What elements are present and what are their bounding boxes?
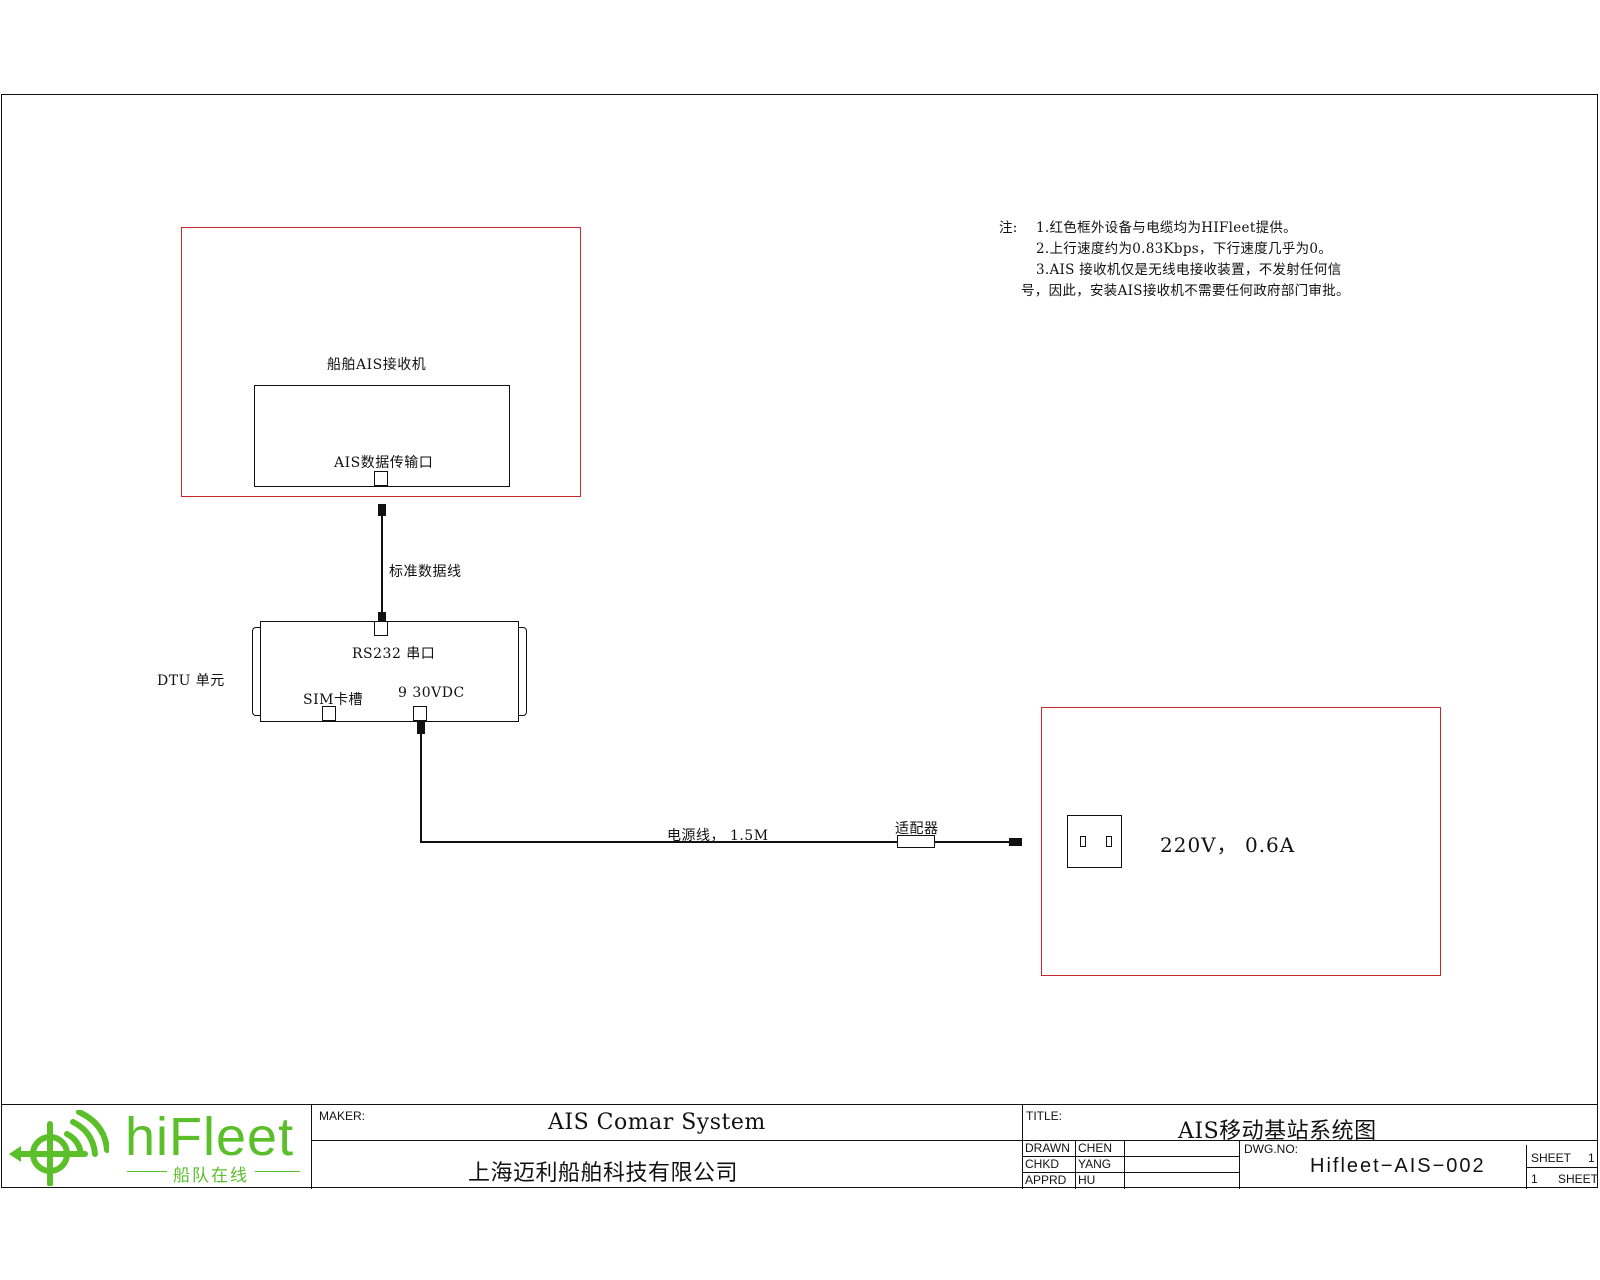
logo-cell: hiFleet 船队在线: [1, 1105, 312, 1189]
apprd-value: HU: [1078, 1173, 1096, 1187]
sheet-of-number: 1: [1531, 1172, 1538, 1186]
title-value: AIS移动基站系统图: [1178, 1119, 1377, 1144]
data-cable-plug-top: [378, 504, 386, 516]
dtu-unit: [260, 621, 519, 722]
socket-pin-left: [1080, 836, 1086, 847]
signature-grid: DRAWN CHEN CHKD YANG APPRD HU: [1023, 1140, 1240, 1189]
data-cable-line: [381, 515, 383, 612]
title-divider: [1023, 1140, 1598, 1141]
maker-value: AIS Comar System: [548, 1110, 766, 1135]
power-spec-label: 220V， 0.6A: [1160, 833, 1296, 857]
maker-divider: [312, 1140, 1022, 1141]
dwg-label: DWG.NO:: [1244, 1142, 1298, 1156]
power-cable-plug-dtu: [417, 722, 425, 734]
power-input-port: [413, 706, 427, 721]
note-line-4: 号，因此，安装AIS接收机不需要任何政府部门审批。: [1021, 283, 1350, 299]
power-cable-horizontal: [420, 841, 1010, 843]
power-cable-vertical: [420, 734, 422, 842]
note-line-1: 1.红色框外设备与电缆均为HIFleet提供。: [1036, 220, 1297, 236]
note-line-3: 3.AIS 接收机仅是无线电接收装置，不发射任何信: [1036, 262, 1342, 278]
logo-tagline: 船队在线: [167, 1161, 255, 1186]
apprd-label: APPRD: [1025, 1173, 1067, 1187]
sheet-label: SHEET: [1531, 1151, 1572, 1165]
power-cable-label: 电源线， 1.5M: [667, 828, 769, 844]
dtu-left-flange: [252, 627, 260, 716]
power-cable-plug-mains: [1009, 838, 1022, 846]
company-name: 上海迈利船舶科技有限公司: [468, 1161, 739, 1186]
chkd-value: YANG: [1078, 1157, 1112, 1171]
power-input-label: 9 30VDC: [398, 685, 465, 701]
rs232-label: RS232 串口: [352, 646, 436, 662]
sig-row-2: [1023, 1172, 1239, 1173]
antenna-signal-logo-icon: [9, 1110, 109, 1186]
chkd-label: CHKD: [1025, 1157, 1060, 1171]
sim-slot-label: SIM卡槽: [303, 692, 363, 708]
sheet-label-2: SHEET: [1558, 1172, 1599, 1186]
sheet-number: 1: [1588, 1151, 1595, 1165]
maker-label: MAKER:: [319, 1109, 366, 1123]
ais-receiver-frame: [181, 227, 581, 497]
socket-pin-right: [1106, 836, 1112, 847]
sig-row-1: [1023, 1156, 1239, 1157]
power-supply-frame: [1041, 707, 1441, 976]
rs232-port: [374, 621, 388, 636]
power-adapter: [897, 835, 935, 848]
title-cell: TITLE: AIS移动基站系统图 DRAWN CHEN CHKD YANG A…: [1023, 1105, 1598, 1189]
sheet-box-divider: [1526, 1167, 1598, 1168]
dwg-value: Hifleet−AIS−002: [1310, 1155, 1486, 1177]
sim-slot: [322, 706, 336, 721]
power-socket: [1067, 815, 1122, 868]
logo-brand: hiFleet: [125, 1107, 295, 1167]
notes-prefix: 注:: [999, 220, 1018, 236]
sig-col-1: [1075, 1140, 1076, 1189]
data-cable-plug-bottom: [378, 612, 386, 624]
drawn-label: DRAWN: [1025, 1141, 1070, 1155]
sig-col-3: [1239, 1140, 1240, 1189]
title-label: TITLE:: [1026, 1109, 1063, 1123]
dtu-right-flange: [519, 627, 527, 716]
drawing-frame: [1, 94, 1598, 1188]
data-cable-label: 标准数据线: [389, 564, 462, 580]
maker-cell: MAKER: AIS Comar System 上海迈利船舶科技有限公司: [312, 1105, 1023, 1189]
title-block: hiFleet 船队在线 MAKER: AIS Comar System 上海迈…: [1, 1104, 1598, 1189]
note-line-2: 2.上行速度约为0.83Kbps，下行速度几乎为0。: [1036, 241, 1333, 257]
notes-list: 1.红色框外设备与电缆均为HIFleet提供。 2.上行速度约为0.83Kbps…: [1021, 218, 1350, 302]
power-adapter-label: 适配器: [895, 821, 939, 837]
ais-data-port: [374, 471, 388, 486]
ais-receiver-title: 船舶AIS接收机: [327, 357, 427, 373]
ais-data-port-label: AIS数据传输口: [333, 452, 435, 472]
sig-col-2: [1124, 1140, 1125, 1189]
dtu-side-label: DTU 单元: [157, 673, 225, 689]
drawn-value: CHEN: [1078, 1141, 1113, 1155]
